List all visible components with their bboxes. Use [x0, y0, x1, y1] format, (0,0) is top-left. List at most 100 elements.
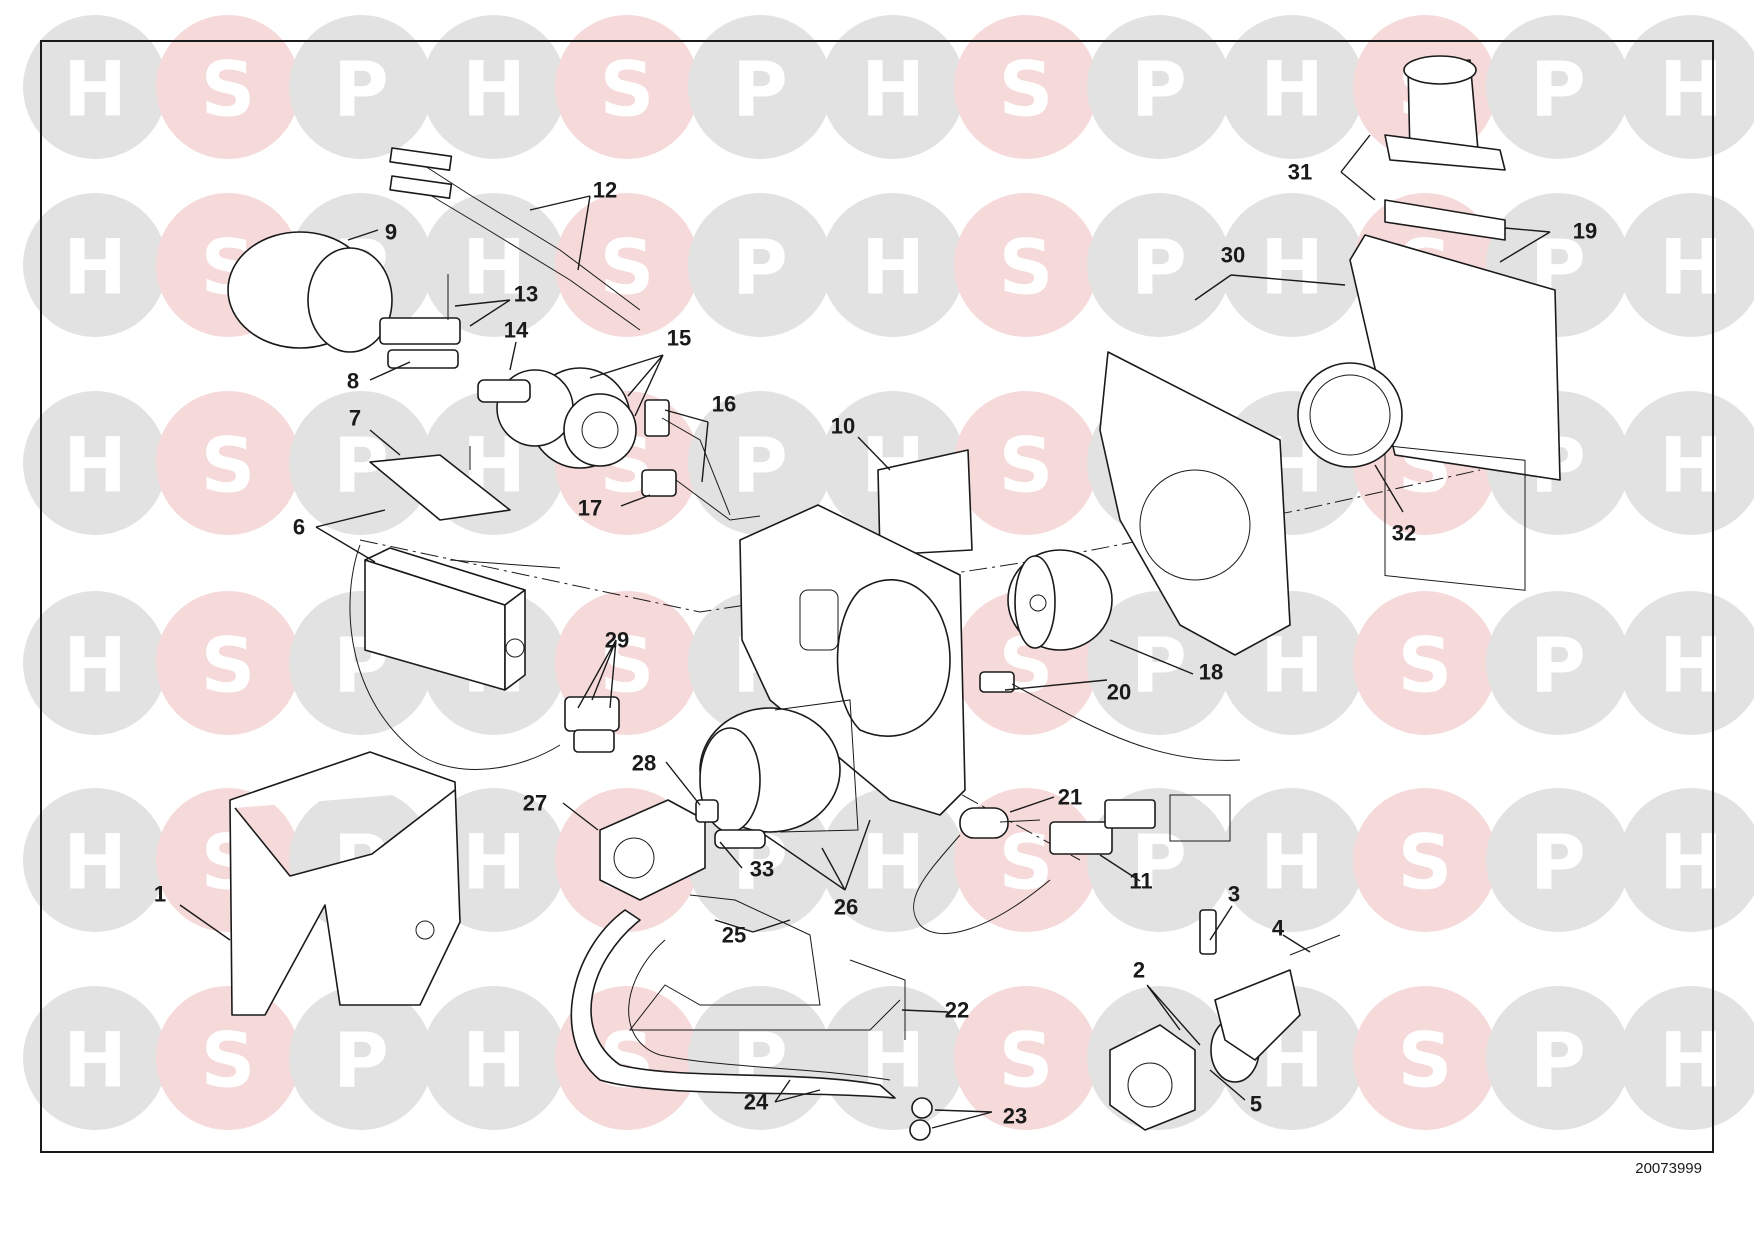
callout-12[interactable]: 12 — [593, 178, 617, 203]
callout-8[interactable]: 8 — [347, 369, 359, 394]
photocell — [979, 671, 1015, 693]
watermark-letter: P — [1131, 818, 1187, 907]
watermark-letter: S — [201, 421, 256, 510]
watermark-letter: H — [1260, 45, 1324, 134]
air-inlet-grille — [1297, 362, 1403, 468]
callout-2[interactable]: 2 — [1133, 958, 1145, 983]
nozzle — [641, 469, 677, 497]
watermark-letter: H — [63, 421, 127, 510]
callout-17[interactable]: 17 — [578, 496, 602, 521]
callout-29[interactable]: 29 — [605, 628, 629, 653]
watermark-letter: P — [1131, 621, 1187, 710]
callout-10[interactable]: 10 — [831, 414, 855, 439]
diagram-frame — [40, 40, 1714, 1153]
callout-1[interactable]: 1 — [154, 882, 166, 907]
coupling — [695, 799, 719, 823]
callout-4[interactable]: 4 — [1272, 916, 1285, 941]
watermark-circle — [23, 591, 167, 735]
callout-20[interactable]: 20 — [1107, 680, 1131, 705]
watermark-letter: H — [1260, 223, 1324, 312]
callout-25[interactable]: 25 — [722, 923, 746, 948]
watermark-circle — [1220, 788, 1364, 932]
callout-3[interactable]: 3 — [1228, 882, 1240, 907]
watermark-circle — [688, 15, 832, 159]
watermark-circle — [1486, 986, 1630, 1130]
fan-housing-plate — [1099, 351, 1291, 656]
callout-9[interactable]: 9 — [385, 220, 397, 245]
watermark-circle — [156, 391, 300, 535]
watermark-circle — [954, 986, 1098, 1130]
callout-18[interactable]: 18 — [1199, 660, 1223, 685]
callout-labels: 1 2 3 4 5 6 7 8 9 10 11 12 13 14 15 16 1… — [154, 160, 1597, 1129]
callout-22[interactable]: 22 — [945, 998, 969, 1023]
callout-11[interactable]: 11 — [1129, 869, 1152, 894]
callout-19[interactable]: 19 — [1573, 219, 1597, 244]
watermark-circle — [156, 15, 300, 159]
callout-7[interactable]: 7 — [349, 406, 361, 431]
watermark-circle — [1220, 193, 1364, 337]
watermark-circle — [23, 986, 167, 1130]
watermark-circle — [821, 15, 965, 159]
watermark-circle — [1087, 193, 1231, 337]
watermark-circle — [1619, 788, 1754, 932]
callout-5[interactable]: 5 — [1250, 1092, 1262, 1117]
watermark-circle — [289, 15, 433, 159]
watermark-letter: S — [999, 818, 1054, 907]
gasket-flange — [1109, 1024, 1196, 1131]
control-box-cover — [369, 454, 511, 521]
watermark-circle — [1619, 193, 1754, 337]
capacitor — [959, 807, 1009, 839]
watermark-circle — [422, 193, 566, 337]
callout-16[interactable]: 16 — [712, 392, 736, 417]
watermark-letter: P — [333, 1016, 389, 1105]
watermark-letter: S — [1398, 818, 1453, 907]
watermark-circle — [555, 15, 699, 159]
leader-lines — [179, 134, 1551, 1129]
watermark-circle — [289, 391, 433, 535]
watermark-circle — [289, 986, 433, 1130]
plug — [1049, 821, 1113, 855]
electrode-holder — [1199, 909, 1217, 955]
watermark-letter: H — [462, 45, 526, 134]
ignition-electrodes — [379, 317, 461, 345]
watermark-circle — [1619, 15, 1754, 159]
callout-15[interactable]: 15 — [667, 326, 691, 351]
callout-13[interactable]: 13 — [514, 282, 538, 307]
watermark-letter: P — [1530, 621, 1586, 710]
watermark-letter: S — [201, 1016, 256, 1105]
callout-24[interactable]: 24 — [744, 1090, 769, 1115]
callout-30[interactable]: 30 — [1221, 243, 1245, 268]
watermark-circle — [1619, 591, 1754, 735]
watermark-letter: S — [600, 45, 655, 134]
watermark-letter: P — [1131, 223, 1187, 312]
parts-drawing — [227, 55, 1561, 1141]
watermark-letter: S — [1398, 621, 1453, 710]
watermark-circle — [555, 193, 699, 337]
watermark-letter: P — [732, 223, 788, 312]
watermark-circle — [156, 986, 300, 1130]
watermark-letter: S — [201, 621, 256, 710]
callout-14[interactable]: 14 — [504, 318, 529, 343]
watermark-letter: H — [462, 223, 526, 312]
watermark-letter: H — [462, 1016, 526, 1105]
watermark-letter: H — [63, 45, 127, 134]
watermark-circle — [1353, 986, 1497, 1130]
watermark-circle — [1353, 788, 1497, 932]
callout-32[interactable]: 32 — [1392, 521, 1416, 546]
callout-31[interactable]: 31 — [1288, 160, 1312, 185]
watermark-letter: S — [600, 621, 655, 710]
watermark-letter: H — [861, 45, 925, 134]
callout-21[interactable]: 21 — [1058, 785, 1082, 810]
watermark-circle — [422, 15, 566, 159]
callout-23[interactable]: 23 — [1003, 1104, 1027, 1129]
watermark-circle — [1619, 391, 1754, 535]
watermark-letter: S — [999, 45, 1054, 134]
callout-33[interactable]: 33 — [750, 857, 774, 882]
watermark-letter: H — [63, 223, 127, 312]
callout-27[interactable]: 27 — [523, 791, 547, 816]
callout-26[interactable]: 26 — [834, 895, 858, 920]
callout-28[interactable]: 28 — [632, 751, 656, 776]
watermark-circle — [23, 391, 167, 535]
watermark-letter: H — [861, 818, 925, 907]
callout-6[interactable]: 6 — [293, 515, 305, 540]
